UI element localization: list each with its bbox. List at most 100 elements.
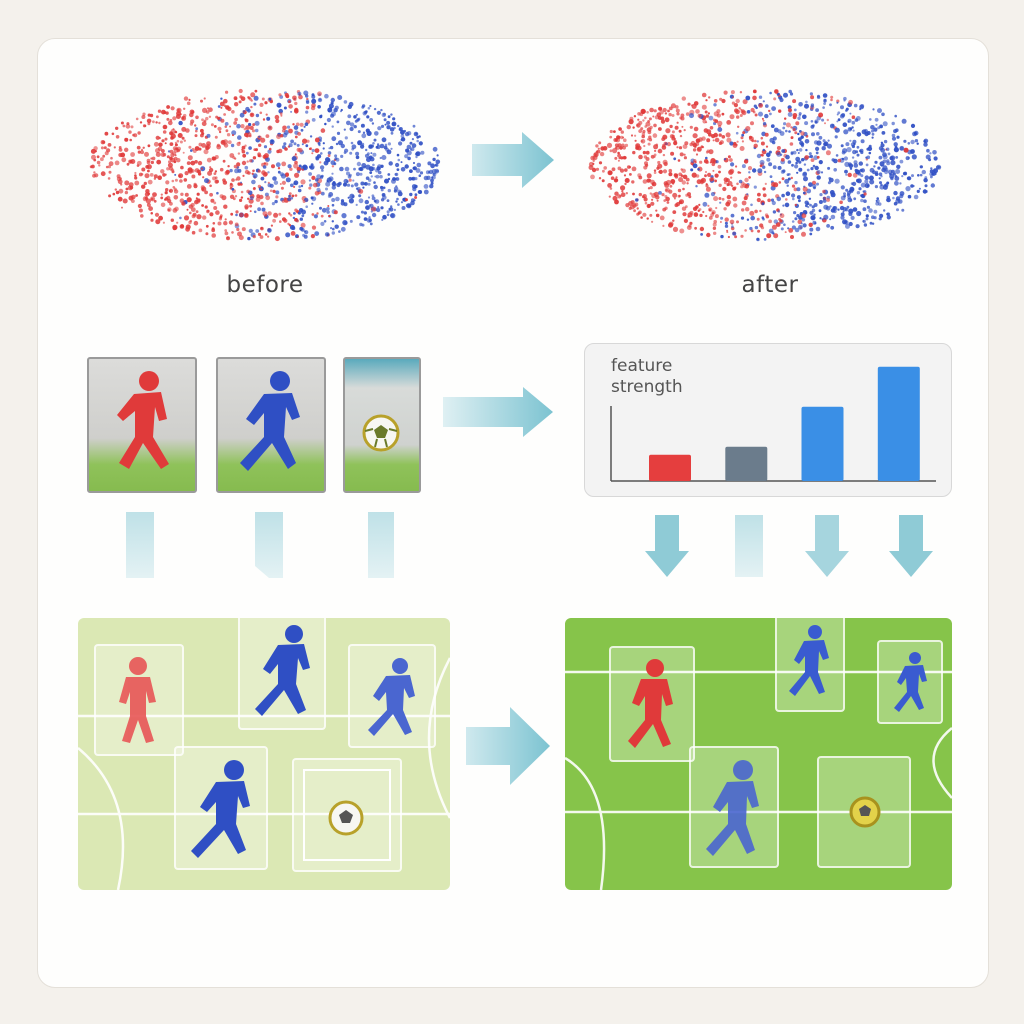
scatter-point-blue [390, 205, 393, 208]
bar-1 [649, 454, 691, 481]
scatter-point-red [801, 231, 806, 237]
scatter-point-blue [320, 152, 323, 155]
scatter-point-red [240, 196, 244, 199]
scatter-point-blue [298, 185, 301, 188]
scatter-point-blue [789, 92, 794, 96]
scatter-point-blue [864, 179, 869, 184]
scatter-point-blue [376, 207, 381, 213]
scatter-point-red [675, 105, 679, 109]
scatter-point-blue [253, 210, 257, 214]
scatter-point-red [201, 143, 206, 148]
scatter-point-red [120, 183, 123, 186]
scatter-point-red [672, 219, 675, 222]
scatter-point-blue [820, 171, 824, 174]
scatter-point-red [100, 157, 104, 162]
scatter-point-blue [305, 205, 308, 208]
scatter-point-red [641, 134, 645, 139]
scatter-point-blue [311, 118, 316, 122]
scatter-point-blue [423, 184, 429, 189]
scatter-point-red [643, 197, 648, 202]
scatter-point-blue [856, 153, 860, 157]
scatter-point-red [137, 150, 141, 154]
scatter-point-red [638, 129, 643, 133]
scatter-point-blue [373, 181, 376, 184]
scatter-point-red [750, 121, 754, 126]
scatter-point-red [241, 149, 246, 154]
scatter-point-blue [798, 160, 802, 164]
scatter-point-blue [771, 106, 776, 111]
scatter-point-blue [254, 128, 259, 133]
scatter-point-red [211, 227, 215, 231]
scatter-point-blue [821, 118, 825, 122]
scatter-point-blue [299, 226, 304, 231]
scatter-point-red [242, 153, 247, 158]
scatter-point-blue [827, 166, 831, 170]
scatter-point-blue [303, 125, 306, 128]
scatter-point-red [265, 113, 268, 116]
scatter-point-red [91, 154, 96, 160]
scatter-point-red [753, 143, 758, 148]
scatter-point-red [150, 197, 154, 201]
scatter-point-red [147, 144, 151, 148]
scatter-point-red [740, 136, 744, 140]
scatter-point-blue [892, 172, 896, 176]
scatter-cluster-before [89, 88, 441, 242]
scatter-point-blue [371, 196, 376, 201]
scatter-point-blue [788, 130, 791, 133]
scatter-point-red [683, 156, 687, 160]
scatter-point-blue [798, 114, 802, 117]
scatter-point-red [120, 152, 126, 158]
scatter-point-blue [423, 189, 429, 195]
scatter-point-blue [357, 140, 363, 146]
scatter-point-red [716, 109, 721, 114]
scatter-point-red [729, 158, 733, 162]
scatter-point-red [818, 112, 824, 118]
scatter-point-red [830, 95, 834, 99]
scatter-point-red [670, 103, 676, 109]
scatter-point-red [644, 201, 648, 205]
scatter-point-red [259, 102, 264, 107]
scatter-point-blue [930, 183, 935, 188]
soccer-ball-icon [849, 796, 881, 828]
scatter-point-red [678, 172, 683, 177]
scatter-point-red [693, 126, 699, 132]
scatter-point-red [166, 155, 170, 159]
scatter-point-blue [381, 193, 386, 197]
scatter-point-blue [301, 143, 304, 146]
scatter-point-red [613, 138, 618, 142]
scatter-point-blue [856, 132, 862, 137]
scatter-point-blue [852, 139, 857, 144]
scatter-point-blue [391, 122, 396, 127]
scatter-point-red [619, 146, 623, 150]
scatter-point-red [201, 204, 204, 207]
scatter-point-red [677, 159, 681, 162]
scatter-point-red [852, 172, 858, 178]
scatter-point-blue [809, 210, 814, 215]
scatter-point-blue [840, 105, 844, 110]
tile-blue-player-1 [238, 618, 326, 730]
scatter-point-red [793, 187, 798, 192]
scatter-point-red [790, 235, 794, 239]
scatter-point-red [600, 146, 605, 151]
scatter-point-blue [338, 181, 342, 186]
scatter-point-blue [309, 135, 313, 138]
scatter-point-red [665, 128, 671, 134]
scatter-point-red [646, 173, 652, 179]
scatter-point-red [726, 194, 732, 200]
scatter-point-red [637, 211, 641, 215]
scatter-point-blue [879, 124, 883, 129]
scatter-point-red [653, 169, 657, 172]
scatter-point-blue [746, 110, 751, 114]
scatter-point-red [260, 226, 264, 231]
scatter-point-blue [286, 125, 291, 129]
scatter-point-blue [796, 171, 799, 174]
scatter-point-red [701, 146, 705, 149]
scatter-point-red [264, 233, 268, 236]
scatter-point-blue [248, 146, 252, 150]
scatter-point-red [259, 235, 264, 239]
scatter-point-blue [860, 139, 865, 144]
scatter-point-red [320, 214, 324, 218]
scatter-point-blue [822, 93, 828, 98]
scatter-point-blue [805, 100, 808, 104]
scatter-point-red [726, 137, 732, 143]
